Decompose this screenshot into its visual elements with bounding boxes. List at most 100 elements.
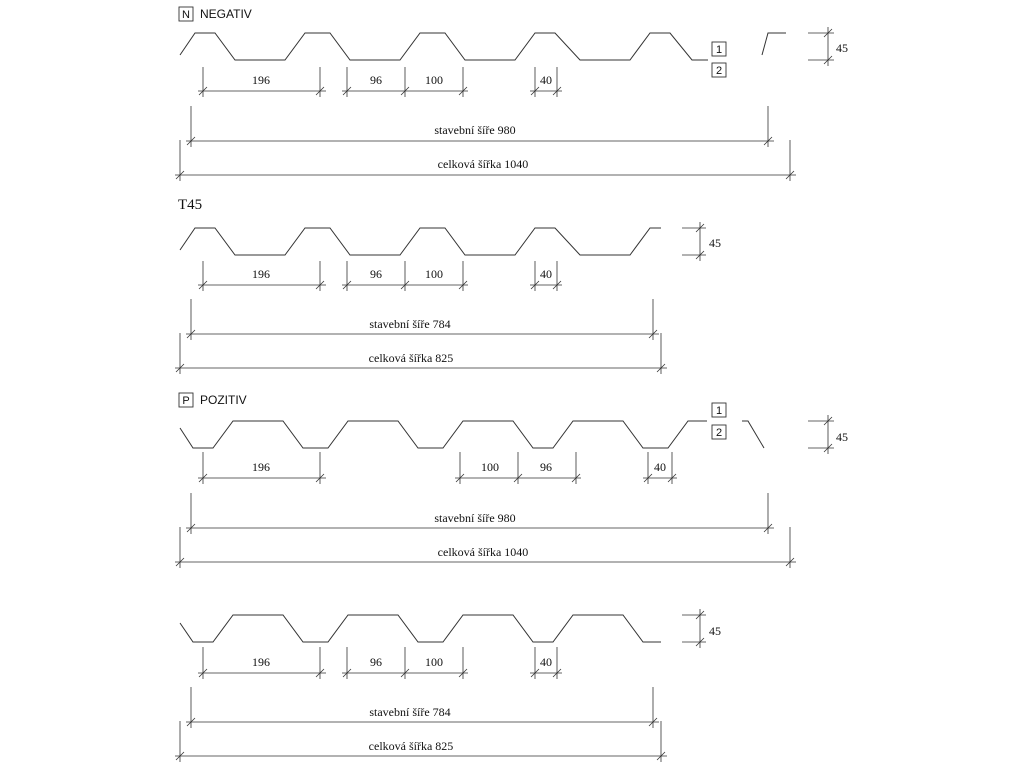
dim-label-96: 96 bbox=[370, 73, 382, 87]
total-tick-left bbox=[175, 363, 185, 373]
height-tick-top bbox=[695, 610, 705, 620]
total-width-label: celková šířka 1040 bbox=[438, 157, 529, 171]
tick-96-right bbox=[400, 86, 410, 96]
trapezoid-profile-pozitiv bbox=[179, 420, 707, 449]
dim-label-196: 196 bbox=[252, 460, 270, 474]
total-tick-left bbox=[175, 170, 185, 180]
section-title-negativ: NEGATIV bbox=[200, 7, 252, 21]
section-pozitiv: P POZITIV 1 2 45 196 100 96 40 bbox=[175, 392, 848, 568]
tick-196-right bbox=[315, 86, 325, 96]
total-tick-left bbox=[175, 557, 185, 567]
tick-100-right bbox=[513, 473, 523, 483]
tick-96-left bbox=[342, 668, 352, 678]
trapezoid-profile-negativ bbox=[179, 32, 708, 61]
tick-40-left bbox=[643, 473, 653, 483]
tick-40-left bbox=[530, 280, 540, 290]
tick-40-right bbox=[667, 473, 677, 483]
height-tick-top bbox=[823, 28, 833, 38]
tick-96-right bbox=[400, 280, 410, 290]
construction-tick-left bbox=[186, 717, 196, 727]
tick-40-right bbox=[552, 86, 562, 96]
tick-100-right bbox=[458, 280, 468, 290]
dim-label-96: 96 bbox=[370, 267, 382, 281]
tick-96-right bbox=[571, 473, 581, 483]
construction-tick-left bbox=[186, 136, 196, 146]
total-tick-right bbox=[656, 363, 666, 373]
dim-label-100: 100 bbox=[425, 655, 443, 669]
section-title-t45: T45 bbox=[178, 197, 202, 213]
badge-box-p bbox=[178, 392, 194, 408]
tick-96-left bbox=[342, 280, 352, 290]
total-width-label: celková šířka 1040 bbox=[438, 545, 529, 559]
tick-40-right bbox=[552, 668, 562, 678]
height-tick-top bbox=[823, 416, 833, 426]
tick-196-left bbox=[198, 668, 208, 678]
tick-196-right bbox=[315, 280, 325, 290]
dim-label-96: 96 bbox=[540, 460, 552, 474]
height-tick-bottom bbox=[695, 637, 705, 647]
tick-196-left bbox=[198, 86, 208, 96]
tick-100-right bbox=[458, 86, 468, 96]
tick-196-left bbox=[198, 473, 208, 483]
layer-box-2 bbox=[711, 62, 727, 78]
construction-width-label: stavební šíře 980 bbox=[434, 123, 515, 137]
total-tick-left bbox=[175, 751, 185, 761]
construction-tick-right bbox=[648, 329, 658, 339]
construction-tick-right bbox=[763, 523, 773, 533]
dim-label-100: 100 bbox=[425, 267, 443, 281]
height-tick-bottom bbox=[823, 55, 833, 65]
construction-tick-right bbox=[763, 136, 773, 146]
dim-label-40: 40 bbox=[654, 460, 666, 474]
construction-width-label: stavební šíře 784 bbox=[369, 705, 450, 719]
total-tick-right bbox=[656, 751, 666, 761]
badge-letter-n: N bbox=[182, 9, 190, 21]
trapezoid-profile-pozitiv-end bbox=[742, 420, 765, 449]
height-label: 45 bbox=[836, 430, 848, 444]
dim-label-196: 196 bbox=[252, 73, 270, 87]
trapezoid-profile-t45-pozitiv bbox=[179, 614, 661, 643]
construction-tick-left bbox=[186, 523, 196, 533]
tick-100-right bbox=[458, 668, 468, 678]
tick-196-right bbox=[315, 668, 325, 678]
section-t45: T45 45 196 96 100 40 stavební bbox=[175, 197, 721, 374]
dim-label-40: 40 bbox=[540, 267, 552, 281]
dim-label-40: 40 bbox=[540, 655, 552, 669]
section-t45-pozitiv: 45 196 96 100 40 stavební šíře 784 c bbox=[175, 609, 721, 762]
total-tick-right bbox=[785, 557, 795, 567]
tick-96-left bbox=[342, 86, 352, 96]
layer-box-1 bbox=[711, 41, 727, 57]
tick-196-left bbox=[198, 280, 208, 290]
total-tick-right bbox=[785, 170, 795, 180]
height-label: 45 bbox=[709, 236, 721, 250]
dim-label-196: 196 bbox=[252, 655, 270, 669]
total-width-label: celková šířka 825 bbox=[369, 739, 454, 753]
construction-tick-left bbox=[186, 329, 196, 339]
construction-width-label: stavební šíře 784 bbox=[369, 317, 450, 331]
height-tick-top bbox=[695, 223, 705, 233]
dim-label-40: 40 bbox=[540, 73, 552, 87]
construction-width-label: stavební šíře 980 bbox=[434, 511, 515, 525]
tick-40-right bbox=[552, 280, 562, 290]
section-title-pozitiv: POZITIV bbox=[200, 393, 247, 407]
tick-96-right bbox=[400, 668, 410, 678]
badge-letter-p: P bbox=[182, 395, 189, 407]
tick-40-left bbox=[530, 86, 540, 96]
total-width-label: celková šířka 825 bbox=[369, 351, 454, 365]
height-label: 45 bbox=[709, 624, 721, 638]
tick-100-left bbox=[455, 473, 465, 483]
trapezoid-profile-t45 bbox=[179, 227, 661, 256]
dim-label-96: 96 bbox=[370, 655, 382, 669]
tick-40-left bbox=[530, 668, 540, 678]
dim-label-196: 196 bbox=[252, 267, 270, 281]
dim-label-100: 100 bbox=[481, 460, 499, 474]
height-label: 45 bbox=[836, 41, 848, 55]
layer-label-1: 1 bbox=[716, 44, 722, 56]
layer-label-1: 1 bbox=[716, 405, 722, 417]
layer-label-2: 2 bbox=[716, 427, 722, 439]
height-tick-bottom bbox=[695, 250, 705, 260]
tick-196-right bbox=[315, 473, 325, 483]
badge-box-n bbox=[178, 6, 194, 22]
height-tick-bottom bbox=[823, 443, 833, 453]
trapezoid-profile-negativ-end bbox=[761, 32, 786, 56]
